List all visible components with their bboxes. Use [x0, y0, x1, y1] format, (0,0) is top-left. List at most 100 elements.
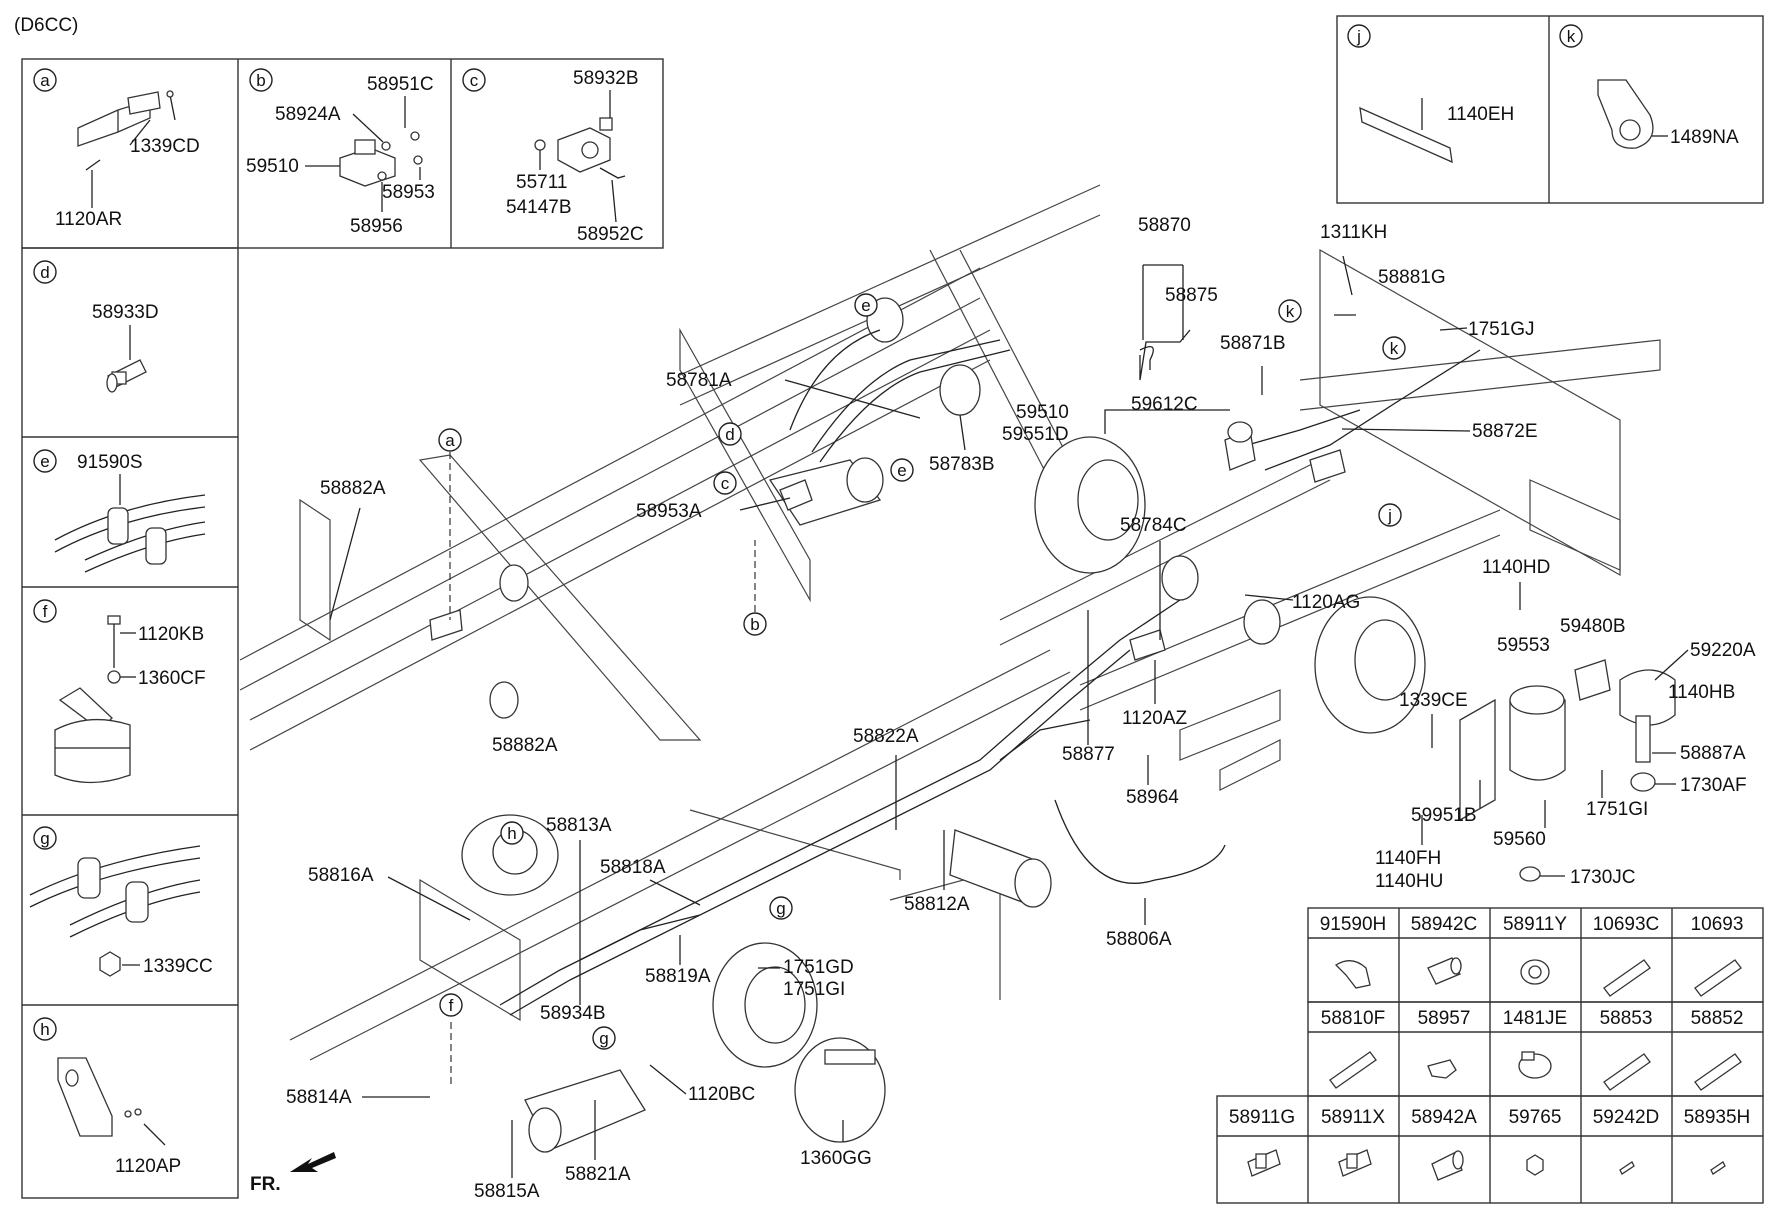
inset-panel-b[interactable]: b 58951C 58924A 59510 58953 58956	[246, 68, 435, 237]
svg-text:e: e	[861, 296, 870, 315]
callout-letter-a[interactable]: a	[438, 428, 462, 452]
part-label[interactable]: 59551D	[1002, 424, 1069, 445]
callout-letter-g[interactable]: g	[769, 896, 793, 920]
callout-letter-c[interactable]: c	[713, 471, 737, 495]
part-label[interactable]: 1360GG	[800, 1148, 872, 1169]
table-cell[interactable]: 59242D	[1593, 1107, 1660, 1128]
part-label[interactable]: 58822A	[853, 726, 919, 747]
callout-letter-e[interactable]: e	[890, 458, 914, 482]
part-label: 59510	[246, 156, 299, 177]
part-label[interactable]: 58813A	[546, 815, 612, 836]
part-label[interactable]: 58784C	[1120, 515, 1187, 536]
part-label[interactable]: 58887A	[1680, 743, 1746, 764]
part-label[interactable]: 58870	[1138, 215, 1191, 236]
part-label[interactable]: 58819A	[645, 966, 711, 987]
parts-table-labels: 91590H 58942C 58911Y 10693C 10693 58810F…	[1229, 914, 1750, 1128]
table-cell[interactable]: 59765	[1509, 1107, 1562, 1128]
part-label[interactable]: 58814A	[286, 1087, 352, 1108]
part-label[interactable]: 1730AF	[1680, 775, 1747, 796]
inset-panel-k[interactable]: k 1489NA	[1559, 24, 1739, 149]
inset-panel-c[interactable]: c 58932B 55711 54147B 58952C	[462, 68, 644, 245]
part-label[interactable]: 58781A	[666, 370, 732, 391]
callout-letter-h[interactable]: h	[500, 821, 524, 845]
small-fitting-icon	[1710, 1161, 1726, 1175]
part-label[interactable]: 1140HD	[1482, 557, 1550, 578]
part-label[interactable]: 58816A	[308, 865, 374, 886]
inset-panel-j[interactable]: j 1140EH	[1347, 24, 1514, 164]
inset-panel-a[interactable]: a 1339CD 1120AR	[33, 68, 200, 230]
part-label[interactable]: 59612C	[1131, 394, 1198, 415]
part-label[interactable]: 1751GD	[783, 957, 854, 978]
inset-panel-d[interactable]: d 58933D	[33, 260, 159, 393]
part-label[interactable]: 58964	[1126, 787, 1179, 808]
table-cell[interactable]: 10693C	[1593, 914, 1660, 935]
table-cell[interactable]: 58911X	[1321, 1107, 1385, 1128]
part-label[interactable]: 59220A	[1690, 640, 1756, 661]
callout-letter-e[interactable]: e	[854, 293, 878, 317]
table-cell[interactable]: 58853	[1600, 1008, 1653, 1029]
leader-lines	[449, 264, 1230, 1085]
svg-text:e: e	[897, 461, 906, 480]
part-label[interactable]: 58877	[1062, 744, 1115, 765]
part-label[interactable]: 58871B	[1220, 333, 1286, 354]
part-label[interactable]: 58875	[1165, 285, 1218, 306]
bolt-icon	[107, 615, 121, 684]
part-label[interactable]: 1751GJ	[1468, 319, 1535, 340]
table-cell[interactable]: 58942A	[1411, 1107, 1477, 1128]
table-cell[interactable]: 58911Y	[1503, 914, 1567, 935]
part-label[interactable]: 59510	[1016, 402, 1069, 423]
table-cell[interactable]: 58942C	[1411, 914, 1478, 935]
table-cell[interactable]: 58957	[1418, 1008, 1471, 1029]
part-label[interactable]: 1751GI	[1586, 799, 1648, 820]
part-label[interactable]: 58818A	[600, 857, 666, 878]
inset-panel-h[interactable]: h 1120AP	[33, 1017, 181, 1177]
inset-panel-e[interactable]: e 91590S	[33, 449, 206, 573]
union-fitting-icon	[106, 359, 147, 393]
part-label[interactable]: 58881G	[1378, 267, 1446, 288]
part-label[interactable]: 1311KH	[1320, 222, 1387, 243]
part-label[interactable]: 1120BC	[688, 1084, 755, 1105]
part-label: 91590S	[77, 452, 143, 473]
part-label[interactable]: 58821A	[565, 1164, 631, 1185]
chassis-frame-drawing	[239, 184, 1661, 1061]
callout-letter-d[interactable]: d	[718, 422, 742, 446]
part-label[interactable]: 1730JC	[1570, 867, 1636, 888]
table-cell[interactable]: 58911G	[1229, 1107, 1295, 1128]
table-cell[interactable]: 58852	[1691, 1008, 1744, 1029]
part-label[interactable]: 58815A	[474, 1181, 540, 1202]
callout-letter-j[interactable]: j	[1378, 503, 1402, 527]
table-cell[interactable]: 58935H	[1684, 1107, 1751, 1128]
table-cell[interactable]: 1481JE	[1503, 1008, 1567, 1029]
solenoid-valve-icon	[534, 117, 626, 179]
part-label[interactable]: 58783B	[929, 454, 995, 475]
part-label[interactable]: 58806A	[1106, 929, 1172, 950]
inset-panel-f[interactable]: f 1120KB 1360CF	[33, 599, 206, 784]
part-label[interactable]: 1339CE	[1399, 690, 1468, 711]
callout-letter-k[interactable]: k	[1278, 299, 1302, 323]
part-label[interactable]: 58812A	[904, 894, 970, 915]
part-label[interactable]: 59480B	[1560, 616, 1626, 637]
part-label[interactable]: 58882A	[320, 478, 386, 499]
callout-letter-b[interactable]: b	[743, 612, 767, 636]
inset-panel-g[interactable]: g 1339CC	[29, 826, 213, 977]
part-label[interactable]: 59553	[1497, 635, 1550, 656]
part-label[interactable]: 1120AZ	[1122, 708, 1188, 729]
callout-letter-f[interactable]: f	[439, 993, 463, 1017]
part-label[interactable]: 59951B	[1411, 805, 1477, 826]
part-label[interactable]: 58872E	[1472, 421, 1538, 442]
callout-letter-g[interactable]: g	[592, 1026, 616, 1050]
part-label[interactable]: 58934B	[540, 1003, 606, 1024]
part-label: 58924A	[275, 104, 341, 125]
part-label[interactable]: 58882A	[492, 735, 558, 756]
part-label[interactable]: 59560	[1493, 829, 1546, 850]
table-cell[interactable]: 58810F	[1321, 1008, 1385, 1029]
part-label[interactable]: 1120AG	[1292, 592, 1360, 613]
part-label[interactable]: 1140HB	[1668, 682, 1735, 703]
table-cell[interactable]: 10693	[1691, 914, 1744, 935]
part-label[interactable]: 58953A	[636, 501, 702, 522]
part-label[interactable]: 1751GI	[783, 979, 845, 1000]
table-cell[interactable]: 91590H	[1320, 914, 1387, 935]
part-label[interactable]: 1140HU	[1375, 871, 1443, 892]
part-label[interactable]: 1140FH	[1375, 848, 1441, 869]
callout-letter-k[interactable]: k	[1382, 336, 1406, 360]
